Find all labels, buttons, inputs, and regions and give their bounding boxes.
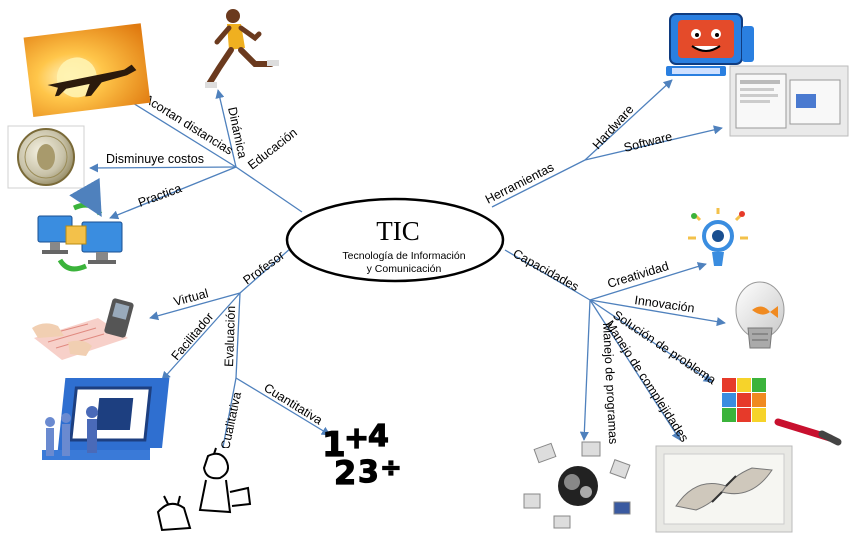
drawing-hands-icon [655, 445, 793, 533]
numbers-icon: 1 + 4 2 3 ÷ [321, 418, 402, 492]
svg-text:3: 3 [358, 455, 379, 490]
svg-text:4: 4 [368, 419, 389, 454]
connector-manejo-programas [579, 299, 591, 441]
center-subtitle-1: Tecnología de Información [342, 250, 465, 262]
connector-evaluacion [235, 292, 241, 379]
connector-solucion [589, 299, 713, 383]
rubik-cube-icon [718, 372, 842, 448]
svg-text:1: 1 [322, 425, 346, 465]
center-ellipse [285, 197, 505, 283]
connector-practica [109, 166, 237, 220]
label-creatividad: Creatividad [606, 259, 671, 291]
connector-educacion [235, 166, 303, 213]
label-herramientas: Herramientas [483, 160, 556, 207]
presenter-icon [42, 378, 170, 460]
svg-text:÷: ÷ [380, 453, 402, 483]
connector-software [584, 125, 723, 161]
cartoon-computer-icon [666, 13, 754, 76]
runner-icon [205, 9, 279, 88]
connector-cuantitativa [235, 377, 331, 436]
lightbulb-fish-icon [735, 281, 785, 349]
connector-capacidades [504, 249, 591, 301]
label-virtual: Virtual [172, 286, 210, 309]
center-title: TIC [376, 216, 420, 246]
connector-facilitador [161, 292, 241, 381]
virtual-keyboard-icon [32, 298, 134, 360]
creative-bulb-icon [688, 208, 748, 266]
software-screens-icon [729, 65, 849, 137]
label-manejo-programas: Manejo de programas [600, 322, 620, 444]
connector-creatividad [589, 262, 707, 301]
label-cualitativa: Cualitativa [218, 391, 244, 451]
programs-gears-icon [523, 441, 631, 529]
airplane-icon [23, 23, 151, 118]
cartoon-writer-icon [150, 447, 260, 534]
label-practica: Practica [136, 181, 183, 210]
svg-text:+: + [344, 421, 369, 456]
connector-herramientas [491, 159, 586, 208]
connector-manejo-complejidades [589, 299, 681, 441]
center-subtitle-2: y Comunicación [367, 263, 442, 275]
label-evaluacion: Evaluación [222, 305, 238, 367]
coin-icon [7, 125, 85, 189]
label-disminuye: Disminuye costos [106, 152, 204, 166]
label-capacidades: Capacidades [511, 246, 582, 294]
label-cuantitativa: Cuantitativa [261, 381, 324, 428]
center-node: TIC Tecnología de Información y Comunica… [285, 197, 505, 283]
svg-text:2: 2 [334, 454, 356, 492]
connector-disminuye [89, 163, 237, 173]
connector-acortan [119, 94, 237, 168]
connector-virtual [149, 292, 241, 321]
sync-computers-icon [37, 177, 123, 272]
label-software: Software [622, 129, 673, 155]
connector-dinamica [215, 89, 237, 168]
connector-innovacion [589, 299, 726, 327]
connector-hardware [584, 79, 673, 161]
label-facilitador: Facilitador [169, 310, 217, 363]
label-profesor: Profesor [241, 248, 287, 287]
label-educacion: Educación [245, 125, 300, 172]
